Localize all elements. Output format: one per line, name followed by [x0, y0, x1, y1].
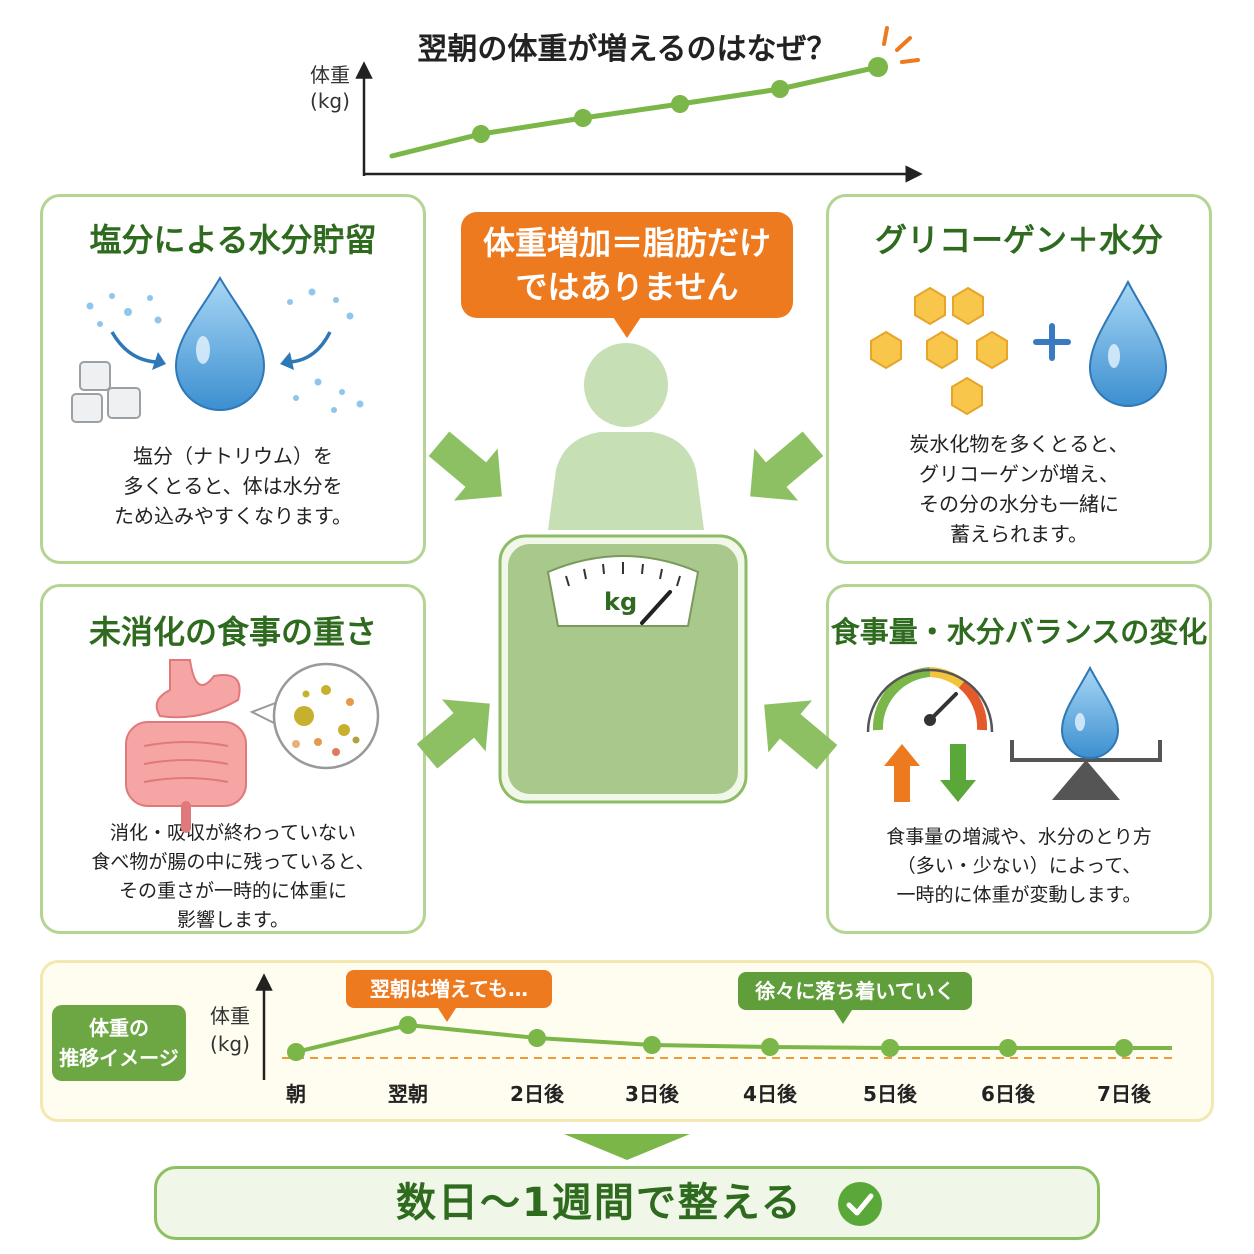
card-balance-title: 食事量・水分バランスの変化 [830, 615, 1208, 649]
day-label: 7日後 [1097, 1082, 1151, 1106]
bottom-chart-point [1115, 1039, 1133, 1057]
bottom-chart-point [999, 1039, 1017, 1057]
bottom-chart-point [643, 1036, 661, 1054]
top-chart-point [472, 125, 490, 143]
food-particles-magnify-icon [249, 662, 380, 770]
conclusion-box [154, 1166, 1100, 1240]
salt-particles-icon [86, 288, 364, 413]
card-glycogen-text: 炭水化物を多くとると、 グリコーゲンが増え、 その分の水分も一緒に 蓄えられます… [909, 432, 1129, 546]
top-chart [355, 26, 923, 183]
day-label: 6日後 [981, 1082, 1035, 1106]
bottom-chart-point [528, 1029, 546, 1047]
gauge-icon [866, 667, 994, 733]
trend-tag: 体重の 推移イメージ [52, 1005, 186, 1081]
card-food-title: 未消化の食事の重さ [88, 613, 377, 651]
top-chart-line [389, 64, 881, 159]
arrow-icon [750, 431, 824, 501]
arrow-icon [428, 431, 502, 501]
check-circle-icon [838, 1182, 882, 1226]
center-message-bubble: 体重増加＝脂肪だけ ではありません [461, 212, 793, 338]
water-drop-icon [1088, 279, 1168, 407]
top-chart-point [574, 109, 592, 127]
day-label: 朝 [286, 1082, 306, 1106]
callout-next-morning: 翌朝は増えても… [346, 970, 552, 1022]
arrow-icon [416, 699, 490, 769]
bathroom-scale-icon [498, 534, 748, 804]
top-chart-point [868, 57, 888, 77]
bottom-chart-point [881, 1039, 899, 1057]
callout-settles: 徐々に落ち着いていく [738, 972, 972, 1024]
intestine-icon [125, 659, 247, 833]
card-glycogen-title: グリコーゲン＋水分 [874, 221, 1163, 259]
chevron-down-icon [564, 1134, 690, 1160]
day-label: 2日後 [510, 1082, 564, 1106]
bottom-chart-line [295, 1022, 1172, 1054]
bottom-chart-point [761, 1038, 779, 1056]
water-drop-icon [174, 276, 266, 411]
water-drop-icon [1060, 665, 1120, 759]
weight-trend-panel [40, 960, 1214, 1122]
bottom-chart-point [287, 1043, 305, 1061]
day-label: 4日後 [743, 1082, 797, 1106]
bottom-chart-point [399, 1016, 417, 1034]
arrow-icon [764, 700, 838, 770]
card-glycogen: グリコーゲン＋水分 炭水化物を多くとると、 グリコーゲンが増え、 その分の水分も… [826, 194, 1212, 564]
arrows-to-scale [416, 431, 838, 770]
conclusion-text: 数日〜1週間で整える [396, 1180, 803, 1226]
person-silhouette-icon [548, 343, 704, 530]
salt-cube-icon [71, 361, 141, 423]
card-food-text: 消化・吸収が終わっていない 食べ物が腸の中に残っていると、 その重さが一時的に体… [91, 822, 375, 931]
balance-scale-icon [1010, 665, 1162, 800]
emphasis-burst-icon [882, 26, 920, 64]
top-chart-point [671, 95, 689, 113]
page-title: 翌朝の体重が増えるのはなぜ？ [417, 32, 837, 67]
bottom-chart [255, 973, 1174, 1080]
arrow-icon [110, 331, 157, 364]
top-chart-point [771, 80, 789, 98]
day-label: 3日後 [625, 1082, 679, 1106]
card-salt: 塩分による水分貯留 塩分（ナトリウム）を 多くとると、体は水分を ため込みやすく… [40, 194, 426, 564]
card-salt-text: 塩分（ナトリウム）を 多くとると、体は水分を ため込みやすくなります。 [114, 444, 352, 528]
plus-icon [1033, 323, 1071, 361]
up-down-arrows-icon [884, 744, 976, 802]
bottom-chart-ylabel: 体重 (kg) [210, 1004, 250, 1056]
scale-unit-label: kg [604, 588, 638, 616]
glycogen-honeycomb-icon [870, 286, 1008, 416]
card-salt-title: 塩分による水分貯留 [89, 221, 377, 259]
day-label: 翌朝 [388, 1082, 428, 1106]
arrow-icon [289, 331, 332, 364]
top-chart-ylabel: 体重 (kg) [310, 63, 350, 113]
salt-water-illustration [71, 276, 364, 423]
card-balance-text: 食事量の増減や、水分のとり方 （多い・少ない）によって、 一時的に体重が変動しま… [886, 826, 1152, 906]
day-label: 5日後 [863, 1082, 917, 1106]
